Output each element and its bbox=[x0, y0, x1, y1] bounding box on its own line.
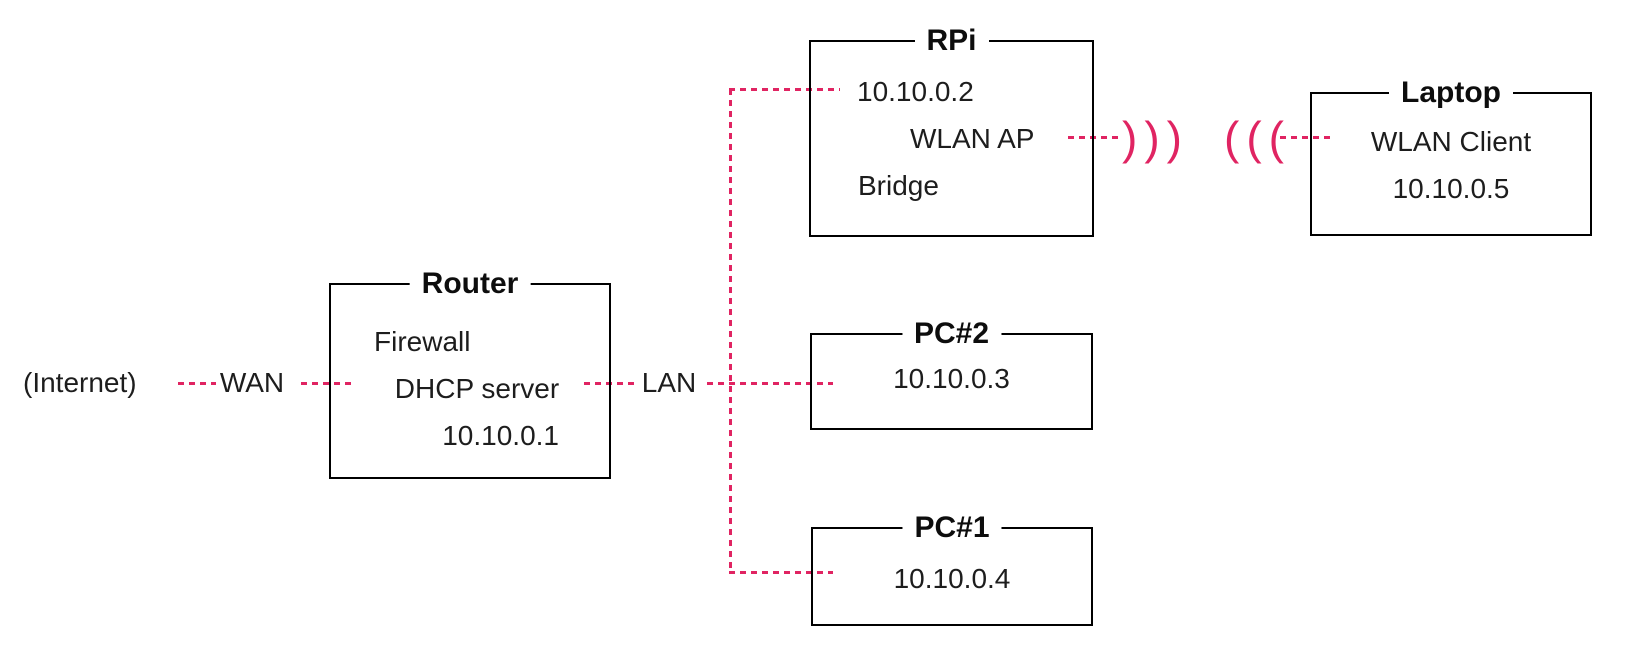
pc2-ip: 10.10.0.3 bbox=[893, 363, 1010, 394]
laptop-node: Laptop WLAN Client 10.10.0.5 bbox=[1310, 75, 1592, 236]
wlan-ap-wireless-line bbox=[1068, 136, 1120, 139]
wifi-ap-waves-icon: ))) bbox=[1122, 112, 1189, 164]
laptop-ip: 10.10.0.5 bbox=[1392, 173, 1510, 204]
lan-link-segment-b bbox=[707, 382, 833, 385]
pc1-node: PC#1 10.10.0.4 bbox=[811, 510, 1093, 626]
rpi-node: RPi 10.10.0.2 WLAN AP Bridge bbox=[809, 23, 1094, 237]
lan-label: LAN bbox=[641, 367, 697, 398]
laptop-wlan-client-label: WLAN Client bbox=[1370, 126, 1532, 157]
pc2-title: PC#2 bbox=[901, 316, 1002, 352]
wifi-client-waves-icon: ((( bbox=[1224, 112, 1291, 164]
wan-link-segment-b bbox=[301, 382, 352, 385]
router-firewall-label: Firewall bbox=[374, 326, 471, 357]
rpi-ip: 10.10.0.2 bbox=[857, 76, 974, 107]
laptop-wireless-line bbox=[1280, 136, 1335, 139]
pc2-node: PC#2 10.10.0.3 bbox=[810, 316, 1093, 430]
laptop-title: Laptop bbox=[1389, 75, 1513, 111]
rpi-title: RPi bbox=[914, 23, 989, 59]
router-node: Router Firewall DHCP server 10.10.0.1 bbox=[329, 266, 611, 479]
rpi-bridge-label: Bridge bbox=[858, 170, 939, 201]
wan-label: WAN bbox=[219, 367, 285, 398]
pc1-title: PC#1 bbox=[902, 510, 1002, 546]
internet-label: (Internet) bbox=[23, 367, 137, 398]
wan-link-segment-a bbox=[178, 382, 216, 385]
router-ip: 10.10.0.1 bbox=[442, 420, 559, 451]
pc1-ip: 10.10.0.4 bbox=[893, 563, 1011, 594]
rpi-wlan-ap-label: WLAN AP bbox=[910, 123, 1035, 154]
pc1-branch-line bbox=[729, 571, 833, 574]
rpi-branch-line bbox=[729, 88, 840, 91]
lan-trunk-line bbox=[729, 89, 732, 574]
router-dhcp-label: DHCP server bbox=[394, 373, 560, 404]
router-title: Router bbox=[409, 266, 531, 302]
